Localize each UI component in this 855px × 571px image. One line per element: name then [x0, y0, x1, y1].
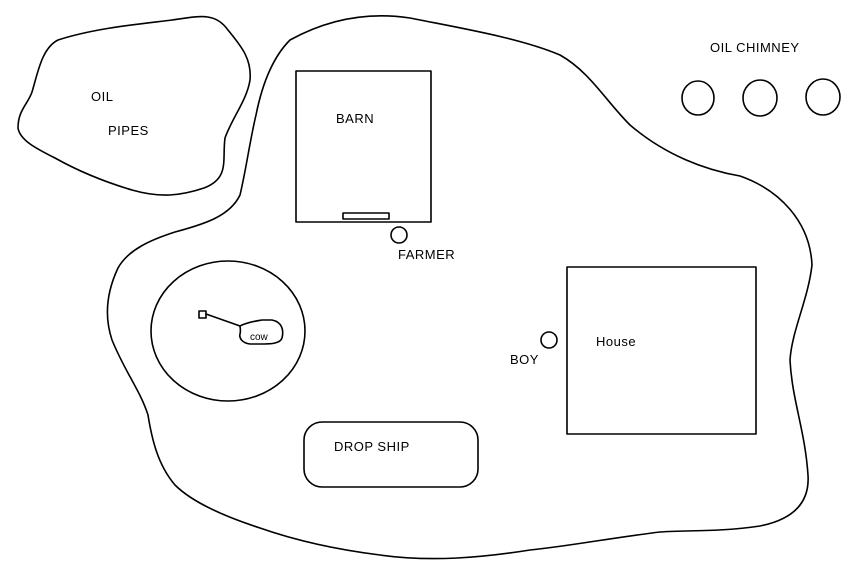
boy: BOY	[510, 331, 558, 367]
drop-ship-outline	[303, 421, 479, 488]
oil-chimney-label: OIL CHIMNEY	[710, 40, 800, 55]
cow-pen: cow	[150, 260, 306, 402]
barn-building	[295, 70, 432, 223]
drop-ship-label: DROP SHIP	[334, 439, 410, 454]
farmer: FARMER	[390, 226, 455, 262]
boy-marker	[540, 331, 558, 349]
house-building	[566, 266, 757, 435]
barn: BARN	[295, 70, 432, 223]
oil-label: OIL	[91, 89, 113, 104]
tether-post	[198, 310, 207, 319]
house-label: House	[596, 334, 636, 349]
drop-ship: DROP SHIP	[303, 421, 479, 488]
boy-label: BOY	[510, 352, 539, 367]
house: House	[566, 266, 757, 435]
cow-pen-outline	[150, 260, 306, 402]
farm-island-outline	[106, 15, 813, 560]
oil-chimney-3	[805, 78, 841, 116]
tether-rope	[205, 313, 241, 327]
oil-pipes-area: OIL PIPES	[17, 15, 251, 196]
barn-label: BARN	[336, 111, 374, 126]
oil-chimney-1	[681, 80, 715, 116]
oil-chimneys: OIL CHIMNEY	[681, 40, 841, 117]
barn-door	[342, 212, 390, 220]
farmer-marker	[390, 226, 408, 244]
oil-chimney-2	[742, 79, 778, 117]
pipes-label: PIPES	[108, 123, 149, 138]
farmer-label: FARMER	[398, 247, 455, 262]
cow-label: cow	[250, 332, 269, 343]
cow-outline	[239, 319, 284, 345]
oil-pipes-outline	[17, 15, 251, 196]
